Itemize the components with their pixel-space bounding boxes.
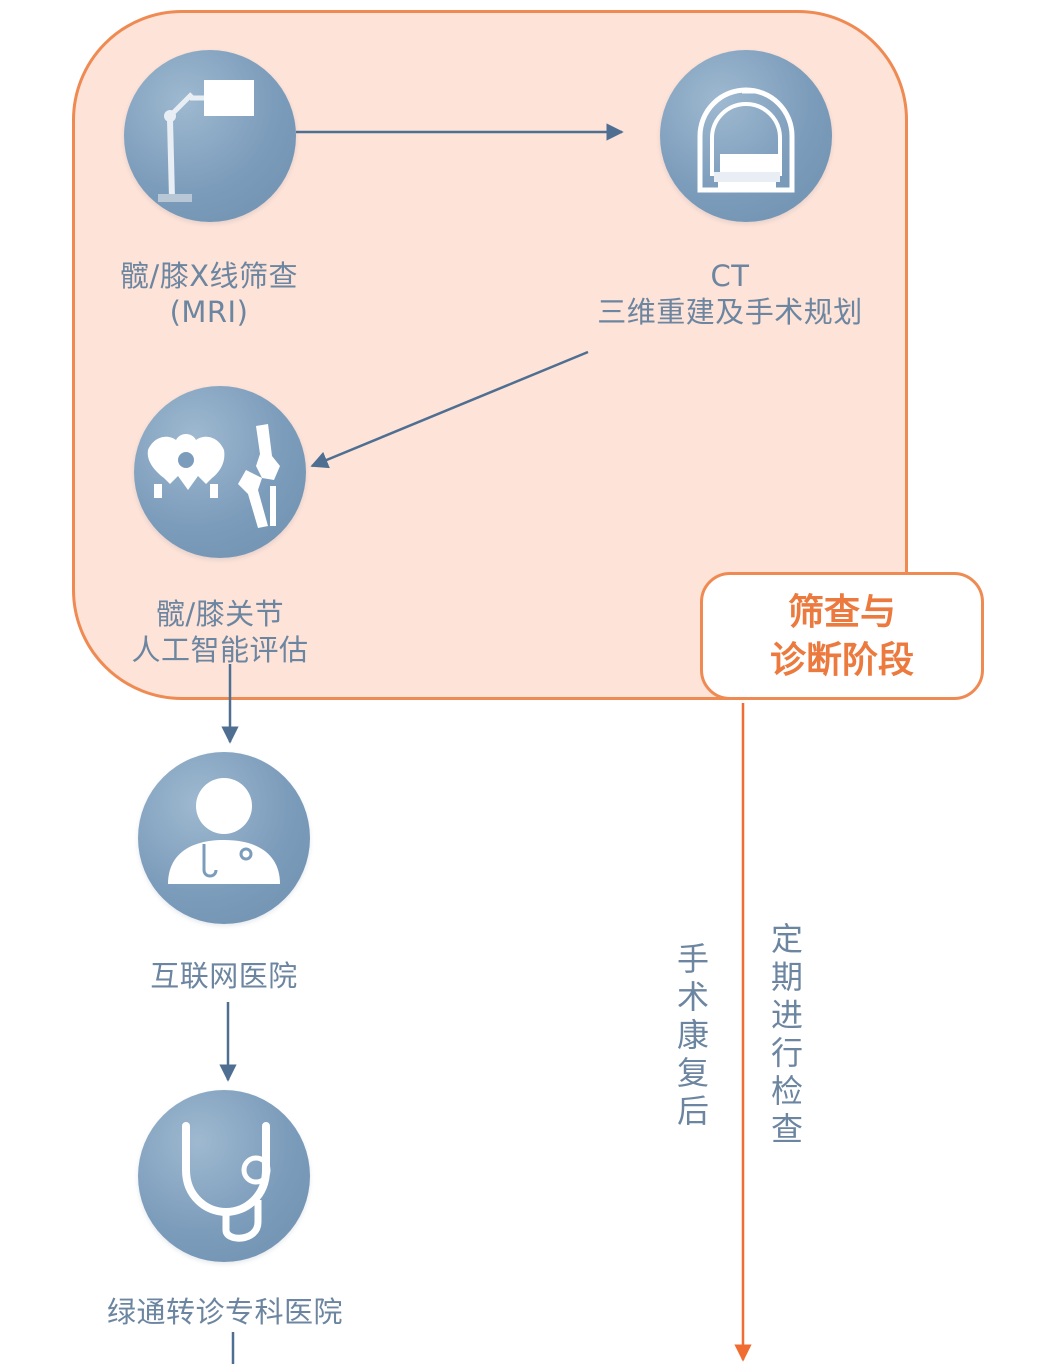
- specialist-hospital-node: [138, 1090, 310, 1262]
- xray-node-label: 髋/膝X线筛查 (MRI): [104, 258, 314, 330]
- ct-node-label: CT 三维重建及手术规划: [580, 258, 880, 330]
- ct-label-line1: CT: [710, 259, 750, 293]
- specialist-hospital-label: 绿通转诊专科医院: [106, 1295, 343, 1329]
- ct-label-line2: 三维重建及手术规划: [597, 295, 863, 329]
- ai-evaluation-node: [134, 386, 306, 558]
- stage-tag-line1: 筛查与: [787, 592, 896, 633]
- doctor-icon: [168, 778, 280, 884]
- internet-hospital-node: [138, 752, 310, 924]
- stage-tag-line2: 诊断阶段: [769, 640, 914, 681]
- ai-label-line2: 人工智能评估: [131, 633, 309, 667]
- xray-label-line1: 髋/膝X线筛查: [119, 259, 299, 293]
- ai-label-line1: 髋/膝关节: [155, 597, 285, 631]
- xray-label-line2: (MRI): [169, 295, 249, 329]
- periodic-checkup-note: 定期进行检查: [766, 922, 804, 1150]
- ai-evaluation-label: 髋/膝关节 人工智能评估: [110, 596, 330, 668]
- xray-node: [124, 50, 296, 222]
- internet-hospital-label: 互联网医院: [150, 959, 298, 993]
- stage-tag-screening-diagnosis: 筛查与 诊断阶段: [700, 572, 984, 700]
- stethoscope-icon: [182, 1122, 271, 1242]
- ct-node: [660, 50, 832, 222]
- ct-scanner-icon: [697, 87, 795, 193]
- rehab-note: 手术康复后: [672, 942, 710, 1132]
- xray-machine-icon: [158, 80, 254, 202]
- hip-knee-bones-icon: [147, 424, 280, 528]
